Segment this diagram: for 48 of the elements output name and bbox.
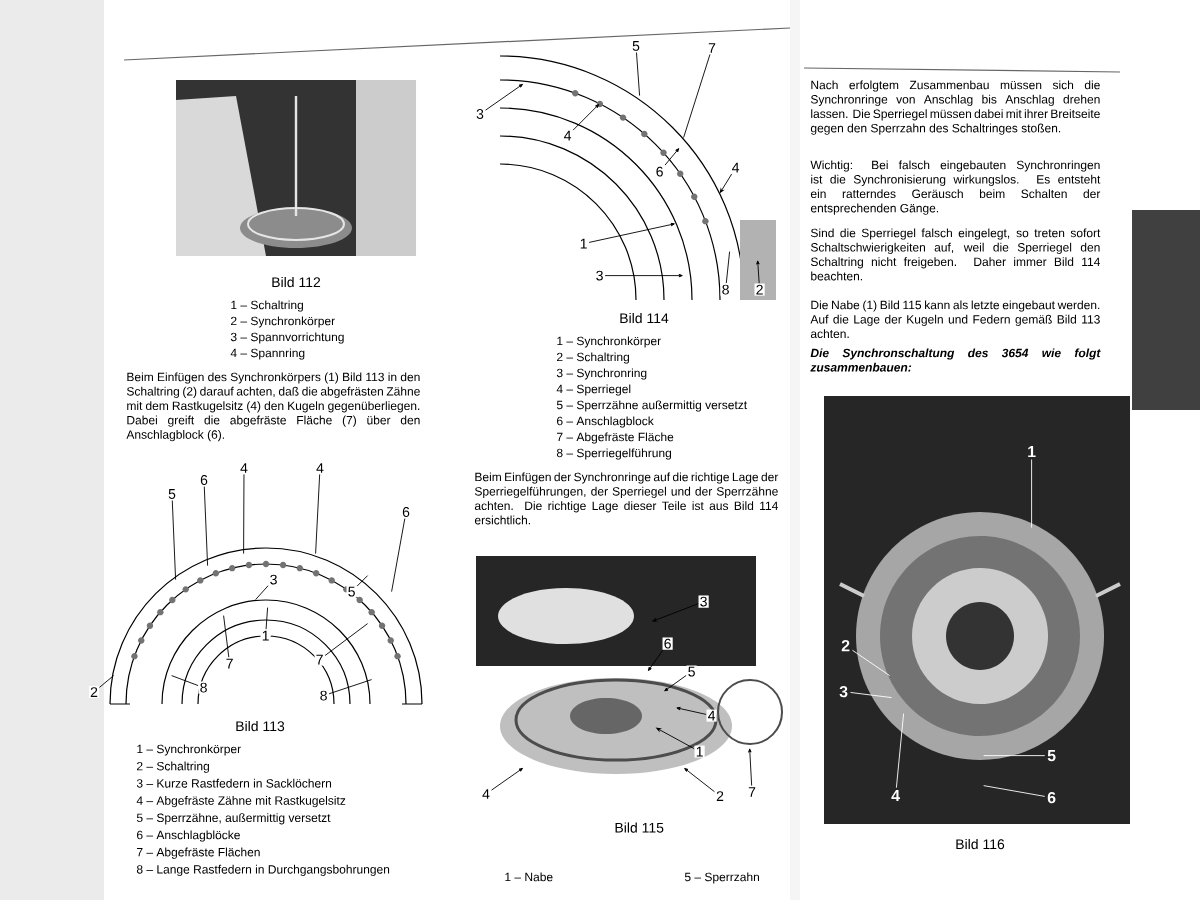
leader-line xyxy=(604,273,683,278)
leader-line xyxy=(328,679,373,695)
leader-line xyxy=(315,473,321,555)
leader-line xyxy=(683,53,711,139)
leader-line xyxy=(647,649,664,672)
leader-line xyxy=(684,767,715,793)
callout-number: 2 xyxy=(841,640,850,652)
leader-line xyxy=(656,727,695,750)
leader-line xyxy=(491,767,523,791)
leader-line xyxy=(572,104,600,131)
callout-number: 5 xyxy=(1047,750,1056,762)
leader-line xyxy=(171,675,199,686)
callout-number: 6 xyxy=(1047,791,1056,804)
callout-number: 3 xyxy=(839,685,848,698)
leader-line xyxy=(983,755,1046,757)
callout-number: 4 xyxy=(891,790,900,802)
leader-line xyxy=(664,675,687,692)
leader-line xyxy=(265,607,269,630)
leader-line xyxy=(223,615,230,658)
leader-line xyxy=(895,713,905,789)
leader-line xyxy=(636,52,641,97)
leader-line xyxy=(850,692,893,699)
leader-line xyxy=(203,486,209,567)
leader-line xyxy=(983,785,1046,797)
leader-line xyxy=(652,603,699,622)
leader-line xyxy=(588,222,675,243)
leader-line xyxy=(324,623,369,656)
leader-line xyxy=(391,518,406,593)
leader-line xyxy=(852,649,891,677)
leader-line xyxy=(1031,459,1033,529)
ring-drawing xyxy=(109,547,423,705)
leader-line xyxy=(748,748,753,787)
leader-line xyxy=(255,585,269,601)
photo xyxy=(176,80,416,256)
leader-line xyxy=(664,148,680,166)
leader-line xyxy=(356,575,369,587)
photo xyxy=(476,556,783,774)
leader-line xyxy=(725,251,731,284)
leader-line xyxy=(243,473,245,555)
leader-line xyxy=(485,83,523,111)
ring-drawing xyxy=(499,55,776,301)
callout-number: 1 xyxy=(1028,446,1036,458)
photo xyxy=(824,396,1130,824)
leader-line xyxy=(171,500,177,581)
leader-line xyxy=(676,706,707,715)
leader-line xyxy=(756,260,760,284)
leader-line xyxy=(99,675,115,688)
leader-line xyxy=(719,173,733,193)
